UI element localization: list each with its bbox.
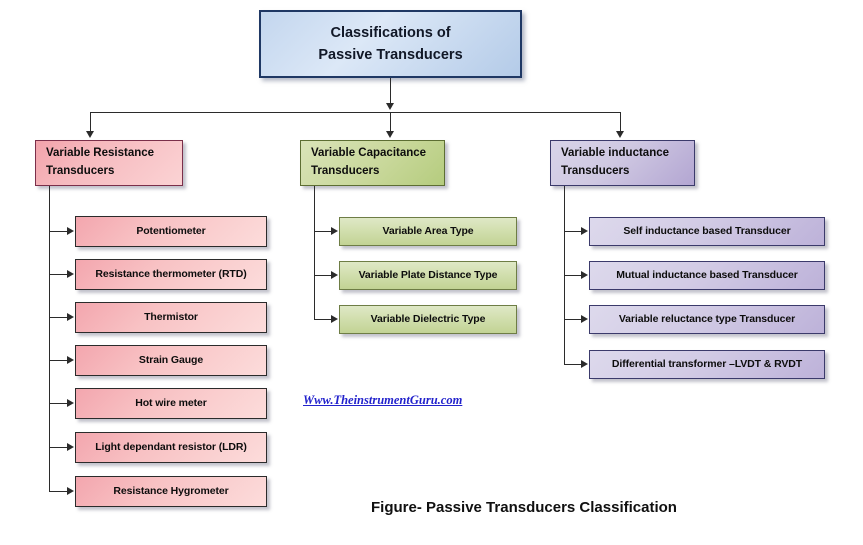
category-variable-capacitance-line1: Variable Capacitance [311, 147, 427, 160]
connector-stub-resistance-5 [49, 403, 68, 404]
connector-arrow-resistance-4 [67, 356, 74, 364]
figure-caption: Figure- Passive Transducers Classificati… [371, 499, 677, 516]
connector-arrow-resistance-5 [67, 399, 74, 407]
connector-drop-inductance-arrow [616, 131, 624, 138]
connector-stub-resistance-6 [49, 447, 68, 448]
leaf-variable-area-type[interactable]: Variable Area Type [339, 217, 517, 246]
connector-arrow-capacitance-1 [331, 227, 338, 235]
category-variable-capacitance[interactable]: Variable Capacitance Transducers [300, 140, 445, 186]
leaf-resistance-hygrometer[interactable]: Resistance Hygrometer [75, 476, 267, 507]
leaf-resistance-hygrometer-label: Resistance Hygrometer [113, 485, 229, 498]
connector-stub-resistance-3 [49, 317, 68, 318]
connector-drop-resistance [90, 112, 91, 133]
category-variable-capacitance-line2: Transducers [311, 165, 380, 177]
leaf-hot-wire-meter-label: Hot wire meter [135, 397, 207, 410]
leaf-mutual-inductance-based-transducer[interactable]: Mutual inductance based Transducer [589, 261, 825, 290]
connector-stub-inductance-2 [564, 275, 582, 276]
connector-arrow-resistance-3 [67, 313, 74, 321]
connector-arrow-inductance-1 [581, 227, 588, 235]
category-variable-resistance[interactable]: Variable Resistance Transducers [35, 140, 183, 186]
watermark-link[interactable]: Www.TheinstrumentGuru.com [303, 393, 463, 407]
connector-arrow-resistance-1 [67, 227, 74, 235]
leaf-light-dependant-resistor-ldr-label: Light dependant resistor (LDR) [95, 441, 247, 454]
leaf-potentiometer-label: Potentiometer [136, 225, 206, 238]
leaf-strain-gauge-label: Strain Gauge [138, 354, 204, 367]
leaf-variable-reluctance-type-transducer[interactable]: Variable reluctance type Transducer [589, 305, 825, 334]
root-title-line2: Passive Transducers [318, 47, 463, 63]
connector-drop-capacitance [390, 112, 391, 133]
connector-arrow-inductance-3 [581, 315, 588, 323]
category-variable-inductance-line2: Transducers [561, 165, 630, 177]
connector-root-stem-arrow [386, 103, 394, 110]
connector-spine-capacitance [314, 186, 315, 320]
leaf-resistance-thermometer-rtd-label: Resistance thermometer (RTD) [95, 268, 247, 281]
connector-stub-resistance-7 [49, 491, 68, 492]
leaf-thermistor[interactable]: Thermistor [75, 302, 267, 333]
leaf-mutual-inductance-based-transducer-label: Mutual inductance based Transducer [616, 269, 798, 282]
category-variable-resistance-line1: Variable Resistance [46, 147, 155, 160]
connector-arrow-inductance-2 [581, 271, 588, 279]
category-variable-resistance-line2: Transducers [46, 165, 115, 177]
connector-stub-capacitance-2 [314, 275, 332, 276]
connector-arrow-resistance-2 [67, 270, 74, 278]
connector-drop-capacitance-arrow [386, 131, 394, 138]
connector-stub-resistance-4 [49, 360, 68, 361]
leaf-variable-plate-distance-type-label: Variable Plate Distance Type [358, 269, 498, 282]
leaf-potentiometer[interactable]: Potentiometer [75, 216, 267, 247]
leaf-strain-gauge[interactable]: Strain Gauge [75, 345, 267, 376]
connector-drop-resistance-arrow [86, 131, 94, 138]
leaf-self-inductance-based-transducer-label: Self inductance based Transducer [623, 225, 791, 238]
leaf-variable-reluctance-type-transducer-label: Variable reluctance type Transducer [618, 313, 796, 326]
connector-arrow-inductance-4 [581, 360, 588, 368]
category-variable-inductance[interactable]: Variable inductance Transducers [550, 140, 695, 186]
root-node[interactable]: Classifications of Passive Transducers [259, 10, 522, 78]
connector-arrow-resistance-6 [67, 443, 74, 451]
connector-stub-resistance-2 [49, 274, 68, 275]
leaf-variable-dielectric-type-label: Variable Dielectric Type [370, 313, 486, 326]
connector-arrow-capacitance-3 [331, 315, 338, 323]
root-title-line1: Classifications of [330, 24, 451, 41]
connector-stub-resistance-1 [49, 231, 68, 232]
connector-bus [90, 112, 620, 113]
connector-stub-inductance-1 [564, 231, 582, 232]
leaf-differential-transformer-lvdt-rvdt[interactable]: Differential transformer –LVDT & RVDT [589, 350, 825, 379]
connector-stub-inductance-3 [564, 319, 582, 320]
connector-arrow-capacitance-2 [331, 271, 338, 279]
leaf-variable-plate-distance-type[interactable]: Variable Plate Distance Type [339, 261, 517, 290]
connector-spine-resistance [49, 186, 50, 491]
leaf-hot-wire-meter[interactable]: Hot wire meter [75, 388, 267, 419]
leaf-variable-area-type-label: Variable Area Type [382, 225, 474, 238]
leaf-thermistor-label: Thermistor [144, 311, 198, 324]
connector-arrow-resistance-7 [67, 487, 74, 495]
leaf-light-dependant-resistor-ldr[interactable]: Light dependant resistor (LDR) [75, 432, 267, 463]
leaf-variable-dielectric-type[interactable]: Variable Dielectric Type [339, 305, 517, 334]
connector-stub-inductance-4 [564, 364, 582, 365]
leaf-self-inductance-based-transducer[interactable]: Self inductance based Transducer [589, 217, 825, 246]
category-variable-inductance-line1: Variable inductance [561, 147, 670, 160]
leaf-resistance-thermometer-rtd[interactable]: Resistance thermometer (RTD) [75, 259, 267, 290]
connector-stub-capacitance-1 [314, 231, 332, 232]
connector-root-stem [390, 78, 391, 105]
leaf-differential-transformer-lvdt-rvdt-label: Differential transformer –LVDT & RVDT [611, 358, 803, 371]
connector-stub-capacitance-3 [314, 319, 332, 320]
connector-drop-inductance [620, 112, 621, 133]
